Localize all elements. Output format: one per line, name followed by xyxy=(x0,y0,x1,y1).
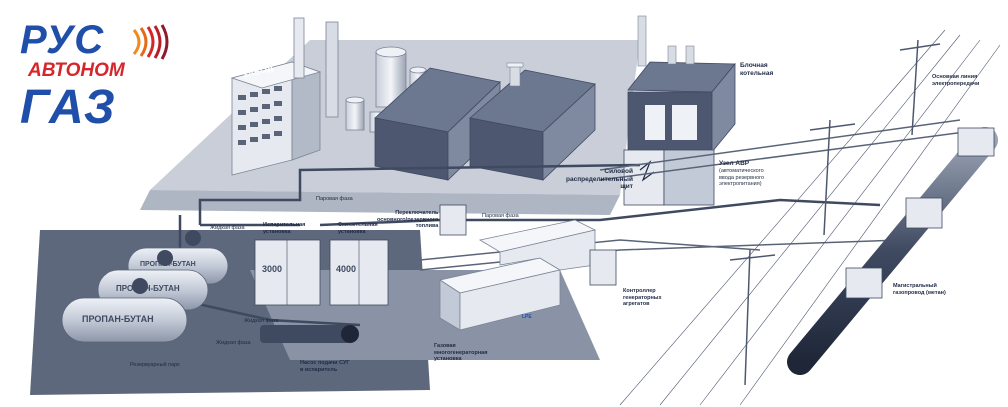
power-cables xyxy=(419,119,981,271)
label-tank-park: Резервуарный парк xyxy=(130,362,180,368)
evaporator-number: 3000 xyxy=(262,264,282,274)
label-avr-title: Узел АВР xyxy=(719,160,750,167)
tank-valves xyxy=(132,230,201,294)
silos xyxy=(345,46,427,133)
tank-1-label: ПРОПАН-БУТАН xyxy=(82,314,154,324)
label-liquid-2: Жидкая фаза xyxy=(244,318,279,324)
generator-controller-box xyxy=(589,249,617,286)
mixer-number: 4000 xyxy=(336,264,356,274)
label-liquid-3: Жидкая фаза xyxy=(216,340,251,346)
power-panel xyxy=(623,149,715,206)
warehouse-right xyxy=(469,69,596,181)
tank-1 xyxy=(61,297,188,343)
block-boiler xyxy=(627,15,736,154)
factory-platform-edge xyxy=(140,190,620,215)
label-evaporator: Испарительная установка xyxy=(263,222,306,235)
label-steam-phase-2: Паровая фаза xyxy=(482,213,519,219)
logo-line-2: АВТОНОМ xyxy=(28,60,125,81)
factory-building xyxy=(230,17,339,176)
logo-flame-icon xyxy=(132,24,169,60)
power-wires xyxy=(619,29,1001,406)
label-avr-desc: (автоматического ввода резервного электр… xyxy=(719,168,765,187)
label-controller: Контроллер генераторных агрегатов xyxy=(623,288,662,307)
label-fuel-switch: Переключатель основного/резервного топли… xyxy=(377,210,439,229)
evaporator-unit xyxy=(254,239,321,306)
label-steam-phase-1: Паровая фаза xyxy=(316,196,353,202)
generator-brand: LPE xyxy=(522,314,532,320)
label-main-pipeline: Магистральный газопровод (метан) xyxy=(893,283,946,296)
label-pump: Насос подачи СУГ в испаритель xyxy=(300,360,350,373)
main-pipeline xyxy=(787,127,998,375)
label-gas-plant: Газовая многогенераторная установка xyxy=(434,343,488,362)
pump-unit xyxy=(260,325,359,343)
gas-generator-set xyxy=(438,219,597,331)
label-power-line: Основная линия электропередачи xyxy=(932,74,980,87)
label-liquid-1: Жидкая фаза xyxy=(210,225,245,231)
label-power-panel: Силовой распределительный щит xyxy=(566,168,633,190)
chimney-icon xyxy=(506,62,524,87)
label-block-boiler: Блочная котельная xyxy=(740,62,774,77)
tank-2-label: ПРОПАН-БУТАН xyxy=(116,284,180,293)
logo-line-3: ГАЗ xyxy=(20,81,117,134)
power-line-towers xyxy=(729,39,941,386)
label-mixer: Смесительная установка xyxy=(338,222,378,235)
mixer-unit xyxy=(329,239,389,306)
fuel-switch-box xyxy=(439,204,467,236)
logo-line-1: РУС xyxy=(20,18,105,62)
